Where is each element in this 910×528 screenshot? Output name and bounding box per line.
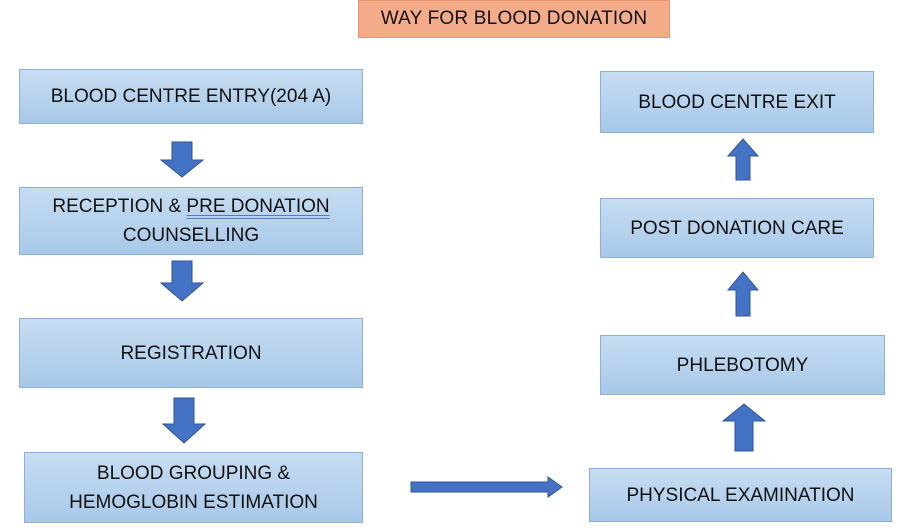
arrow-up-icon — [721, 403, 767, 452]
step-blood-centre-entry: BLOOD CENTRE ENTRY(204 A) — [19, 69, 363, 124]
step-blood-grouping-line2: HEMOGLOBIN ESTIMATION — [69, 491, 318, 513]
step-reception-prefix: RECEPTION & — [52, 196, 187, 217]
step-reception-underlined: PRE DONATION — [186, 196, 330, 217]
step-reception-counselling: RECEPTION & PRE DONATION COUNSELLING — [19, 187, 363, 255]
arrow-up-icon — [726, 138, 760, 181]
step-blood-centre-exit-label: BLOOD CENTRE EXIT — [638, 91, 836, 113]
step-physical-examination-label: PHYSICAL EXAMINATION — [626, 484, 855, 506]
arrow-down-icon — [161, 397, 207, 444]
arrow-down-icon — [159, 141, 205, 178]
step-blood-grouping: BLOOD GROUPING & HEMOGLOBIN ESTIMATION — [24, 452, 363, 523]
step-blood-centre-entry-label: BLOOD CENTRE ENTRY(204 A) — [50, 86, 332, 107]
diagram-title: WAY FOR BLOOD DONATION — [358, 0, 670, 38]
step-post-donation-care-label: POST DONATION CARE — [630, 217, 844, 239]
step-registration-label: REGISTRATION — [120, 342, 262, 364]
step-blood-grouping-line1: BLOOD GROUPING & — [96, 462, 291, 484]
step-phlebotomy: PHLEBOTOMY — [600, 335, 885, 395]
step-physical-examination: PHYSICAL EXAMINATION — [589, 468, 892, 522]
arrow-right-icon — [410, 476, 563, 498]
step-registration: REGISTRATION — [19, 318, 363, 388]
step-reception-line2: COUNSELLING — [122, 225, 260, 246]
arrow-up-icon — [726, 271, 760, 317]
step-reception-line1: RECEPTION & PRE DONATION — [52, 192, 329, 221]
step-blood-centre-exit: BLOOD CENTRE EXIT — [600, 71, 874, 133]
step-phlebotomy-label: PHLEBOTOMY — [676, 354, 809, 376]
step-post-donation-care: POST DONATION CARE — [600, 198, 874, 258]
arrow-down-icon — [159, 260, 205, 302]
